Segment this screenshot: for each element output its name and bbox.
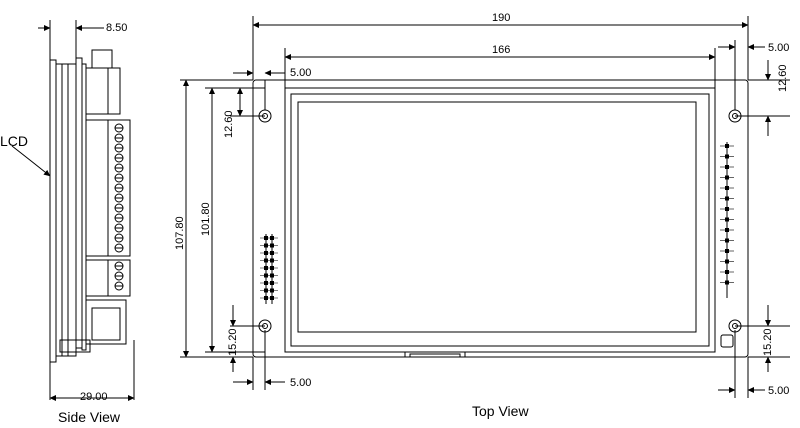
screw-icon [114,123,124,133]
display-active-area [297,101,697,333]
mounting-hole-icon [258,319,272,333]
dim-hole-spacing-width: 166 [492,44,510,56]
terminal-screws [114,123,124,291]
mounting-hole-icon [258,109,272,123]
dim-right-top-offset: 5.00 [768,42,789,54]
pin-header-left [260,234,278,304]
screw-icon [114,213,124,223]
mounting-hole-icon [728,109,742,123]
dim-left-bottom-offset: 5.00 [290,377,311,389]
screw-icon [114,261,124,271]
screw-icon [114,193,124,203]
dim-left-vertical-inset: 12.60 [223,110,235,138]
dim-right-bottom-vertical: 15.20 [762,328,774,356]
screw-icon [114,223,124,233]
screw-icon [114,281,124,291]
screw-icon [114,203,124,213]
display-bezel [284,87,716,353]
dim-right-bottom-offset: 5.00 [768,385,789,397]
screw-icon [114,233,124,243]
pin-header-right [720,142,734,298]
board-outline [252,79,749,358]
side-width-label: 29.00 [80,391,108,403]
top-view-caption: Top View [472,403,529,419]
dim-overall-height: 107.80 [174,216,186,250]
screw-icon [114,133,124,143]
lcd-label: LCD [0,133,28,149]
dim-hole-spacing-height: 101.80 [200,202,212,236]
dim-left-bottom-vertical: 15.20 [227,328,239,356]
side-view [11,20,135,401]
dim-left-top-offset: 5.00 [290,67,311,79]
mounting-hole-icon [728,319,742,333]
screw-icon [114,153,124,163]
mounting-holes [258,109,742,333]
dim-overall-width: 190 [492,12,510,24]
top-view [180,16,790,398]
screw-icon [114,163,124,173]
dim-right-top-vertical: 12.60 [777,64,789,92]
side-depth-label: 8.50 [106,22,127,34]
screw-icon [114,271,124,281]
screw-icon [114,173,124,183]
display-frame [290,93,710,347]
side-view-caption: Side View [58,409,121,425]
screw-icon [114,183,124,193]
screw-icon [114,143,124,153]
screw-icon [114,243,124,253]
